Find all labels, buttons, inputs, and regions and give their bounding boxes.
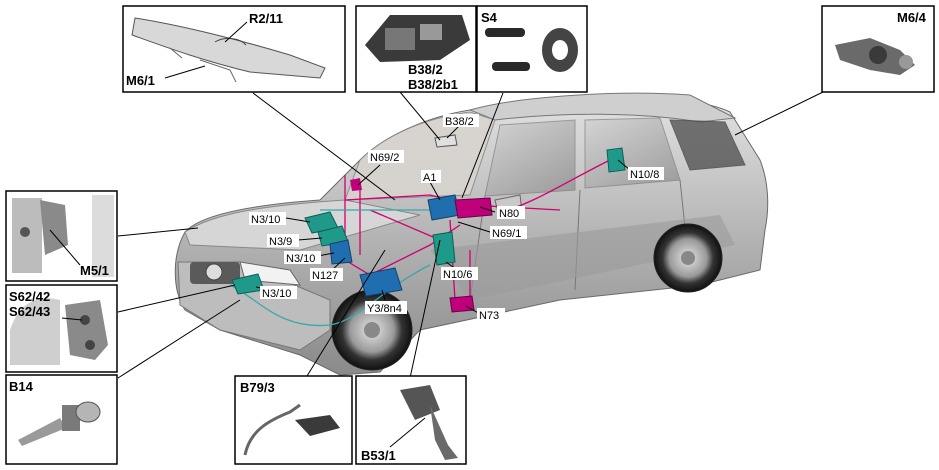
- car-wheel-hub-front: [364, 322, 380, 338]
- label-b79-3: B79/3: [240, 380, 275, 395]
- callout-n3-10-mid: N3/10: [286, 253, 315, 265]
- callout-n69-1: N69/1: [492, 228, 521, 240]
- callout-n10-8: N10/8: [630, 169, 659, 181]
- callout-n3-9: N3/9: [269, 236, 292, 248]
- inset-b79-3: [234, 375, 353, 465]
- callout-labels: B38/2 N69/2 A1 N10/8 N3/10 N3/9 N3/10 N1…: [249, 114, 664, 322]
- label-b38-2-inset: B38/2: [408, 62, 443, 77]
- module-n73: [449, 295, 475, 313]
- car-wheel-hub-rear: [681, 251, 695, 265]
- inset-b14: [5, 374, 118, 465]
- car-illustration: [174, 92, 769, 376]
- module-a1: [427, 194, 461, 221]
- label-b14: B14: [9, 379, 34, 394]
- label-b38-2b1-inset: B38/2b1: [408, 77, 458, 92]
- car-windscreen: [344, 111, 496, 201]
- inset-m6-4: [821, 5, 935, 93]
- label-s62-42: S62/42: [9, 289, 50, 304]
- callout-a1: A1: [423, 172, 436, 184]
- callout-n10-6: N10/6: [443, 269, 472, 281]
- callout-n80: N80: [499, 208, 519, 220]
- car-side-window-quarter: [669, 119, 746, 171]
- callout-n73: N73: [479, 310, 499, 322]
- modules: [231, 134, 626, 313]
- module-n10-8: [606, 147, 626, 173]
- inset-s4: [476, 5, 588, 93]
- module-n69-2: [350, 178, 362, 191]
- label-m6-4: M6/4: [897, 10, 927, 25]
- inset-b53-1: [355, 375, 467, 465]
- label-s62-43: S62/43: [9, 304, 50, 319]
- callout-n3-10-top: N3/10: [251, 214, 280, 226]
- callout-y3-8n4: Y3/8n4: [367, 303, 402, 315]
- callout-n127: N127: [312, 270, 338, 282]
- module-n3-10-mid: [329, 239, 353, 265]
- car-side-window-front: [484, 119, 576, 197]
- inset-r2-11-m6-1: [122, 5, 346, 93]
- car-hood: [184, 199, 421, 251]
- module-y3-8n4: [359, 267, 403, 297]
- car-roof: [468, 92, 737, 123]
- label-b53-1: B53/1: [361, 448, 396, 463]
- car-emblem: [205, 263, 223, 281]
- inset-m5-1: [5, 190, 118, 282]
- label-m5-1: M5/1: [80, 263, 109, 278]
- callout-n3-10-low: N3/10: [262, 288, 291, 300]
- callout-n69-2: N69/2: [370, 152, 399, 164]
- callout-b38-2: B38/2: [445, 116, 474, 128]
- inset-s62: [5, 284, 118, 373]
- label-s4: S4: [481, 10, 498, 25]
- label-m6-1: M6/1: [126, 73, 155, 88]
- inset-labels: R2/11 M6/1 B38/2 B38/2b1 S4 M6/4 M5/1 S6…: [9, 10, 927, 463]
- module-n10-6: [432, 231, 456, 266]
- inset-b38-2: [355, 5, 477, 93]
- label-r2-11: R2/11: [249, 11, 283, 26]
- module-n80: [454, 197, 493, 219]
- car-interior: [430, 215, 735, 300]
